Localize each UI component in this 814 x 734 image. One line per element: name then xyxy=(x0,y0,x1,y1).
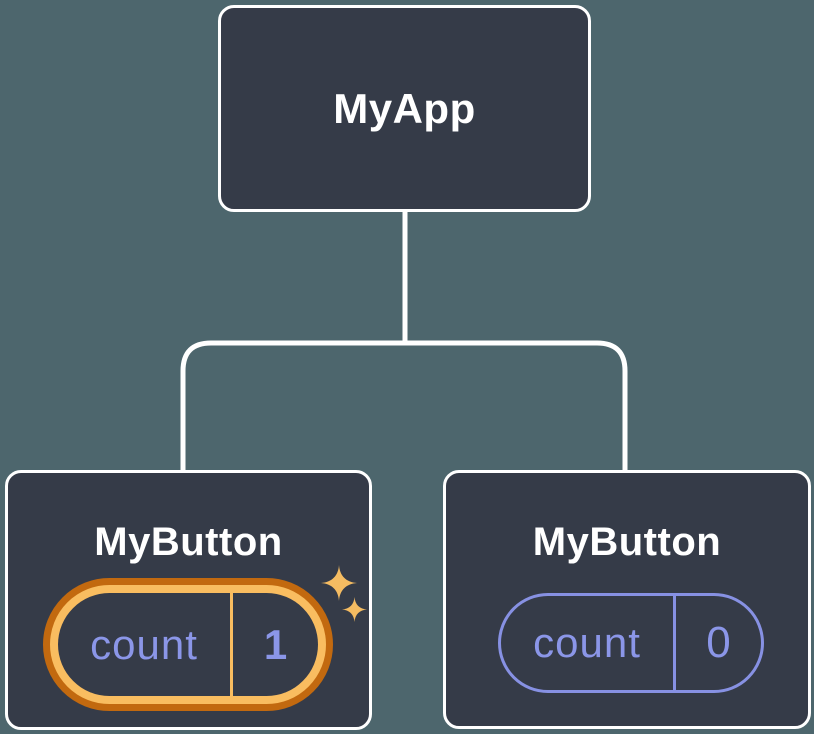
button-node-label: MyButton xyxy=(94,520,283,564)
connector-branches xyxy=(180,340,628,471)
button-node-highlighted: MyButton count 1 xyxy=(5,470,372,730)
sparkles-icon xyxy=(321,565,357,601)
pill-divider xyxy=(230,593,233,696)
state-key-label: count xyxy=(533,619,641,666)
button-node-label: MyButton xyxy=(532,520,722,564)
state-pill-highlighted: count 1 xyxy=(43,578,333,711)
state-value: 1 xyxy=(263,620,288,668)
pill-divider xyxy=(673,596,676,690)
state-pill-core: count 1 xyxy=(58,593,318,696)
sparkles-icon xyxy=(342,597,367,622)
app-node-label: MyApp xyxy=(333,84,476,132)
button-node-plain: MyButton count 0 xyxy=(443,470,811,729)
state-value: 0 xyxy=(706,618,731,667)
state-key-label: count xyxy=(90,620,198,668)
app-node: MyApp xyxy=(218,5,591,212)
state-pill: count 0 xyxy=(498,593,764,693)
